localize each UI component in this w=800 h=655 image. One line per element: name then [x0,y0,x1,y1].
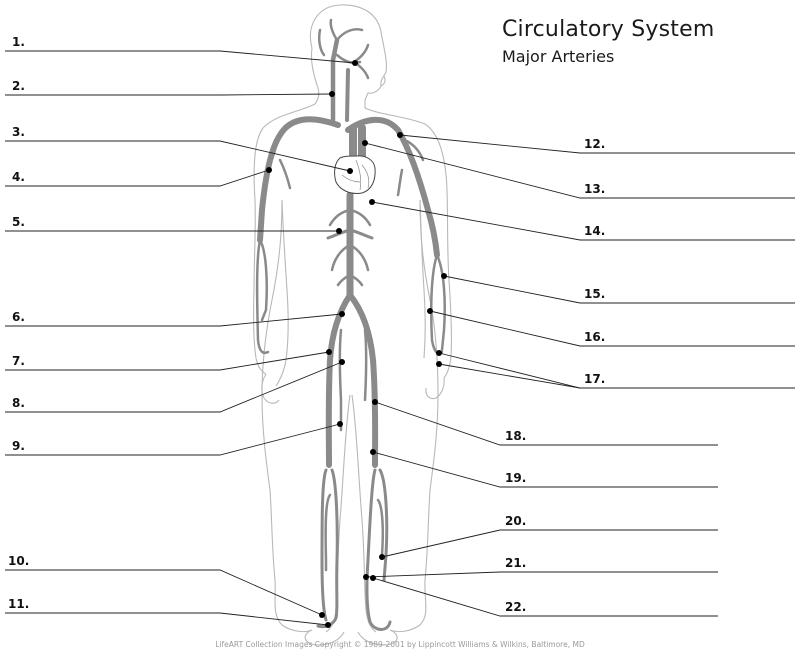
label-number-14: 14. [584,224,606,238]
leader-lines [5,50,795,626]
label-number-12: 12. [584,137,606,151]
copyright-credit: LifeART Collection Images Copyright © 19… [215,640,585,649]
label-number-9: 9. [12,439,25,453]
label-number-21: 21. [505,556,527,570]
marker-dots [266,60,447,628]
label-number-13: 13. [584,182,606,196]
label-number-1: 1. [12,35,25,49]
label-number-15: 15. [584,287,606,301]
label-number-8: 8. [12,396,25,410]
label-number-11: 11. [8,597,30,611]
label-number-18: 18. [505,429,527,443]
label-number-17: 17. [584,372,606,386]
label-number-19: 19. [505,471,527,485]
label-number-3: 3. [12,125,25,139]
label-number-20: 20. [505,514,527,528]
label-number-7: 7. [12,354,25,368]
diagram-title: Circulatory System [502,17,715,42]
label-number-10: 10. [8,554,30,568]
arteries [255,18,446,631]
label-number-4: 4. [12,170,25,184]
label-number-5: 5. [12,215,25,229]
label-number-16: 16. [584,330,606,344]
heart-illustration [334,155,376,194]
label-number-6: 6. [12,310,25,324]
diagram-subtitle: Major Arteries [502,47,615,66]
label-number-2: 2. [12,79,25,93]
body-outline [253,4,452,646]
label-number-22: 22. [505,600,527,614]
